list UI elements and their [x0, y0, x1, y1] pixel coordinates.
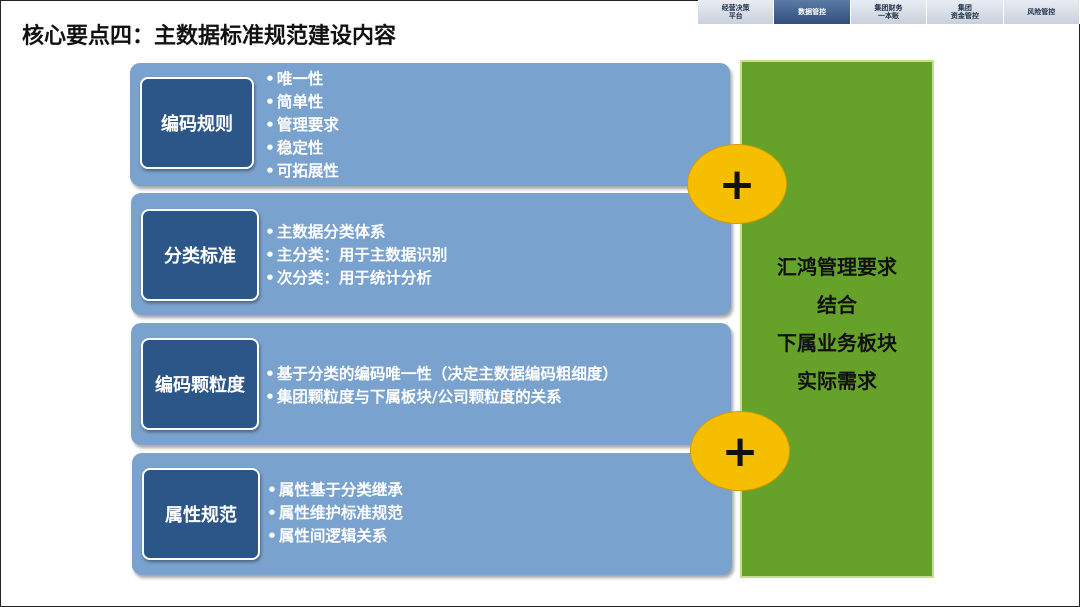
list-item: 唯一性	[265, 68, 339, 91]
list-item: 集团颗粒度与下属板块/公司颗粒度的关系	[265, 386, 618, 409]
section-label-coding-rules: 编码规则	[140, 77, 254, 169]
list-item: 可拓展性	[265, 160, 339, 183]
nav-tab-decision-platform[interactable]: 经营决策 平台	[698, 0, 775, 24]
list-item: 简单性	[265, 91, 339, 114]
section-label-attribute-spec: 属性规范	[142, 468, 260, 560]
bullet-list-attribute-spec: 属性基于分类继承 属性维护标准规范 属性间逻辑关系	[267, 479, 403, 548]
plus-icon: +	[687, 144, 787, 224]
list-item: 属性基于分类继承	[267, 479, 403, 502]
list-item: 主数据分类体系	[265, 221, 447, 244]
management-requirement-text: 汇鸿管理要求 结合 下属业务板块 实际需求	[742, 248, 932, 400]
bullet-list-coding-granularity: 基于分类的编码唯一性（决定主数据编码粗细度） 集团颗粒度与下属板块/公司颗粒度的…	[265, 363, 618, 409]
requirement-line: 实际需求	[797, 369, 877, 393]
list-item: 次分类：用于统计分析	[265, 267, 447, 290]
management-requirement-box: 汇鸿管理要求 结合 下属业务板块 实际需求	[740, 60, 934, 578]
nav-tab-risk-control[interactable]: 风险管控	[1003, 0, 1080, 24]
top-nav: 经营决策 平台 数据管控 集团财务 一本账 集团 资金管控 风险管控	[698, 0, 1080, 24]
list-item: 主分类：用于主数据识别	[265, 244, 448, 267]
section-label-classification-standard: 分类标准	[141, 209, 259, 301]
nav-tab-group-funds[interactable]: 集团 资金管控	[927, 0, 1004, 24]
list-item: 属性维护标准规范	[267, 502, 403, 525]
plus-icon: +	[690, 411, 790, 491]
list-item: 属性间逻辑关系	[267, 525, 403, 548]
nav-tab-group-finance[interactable]: 集团财务 一本账	[850, 0, 928, 24]
requirement-line: 结合	[817, 293, 857, 317]
nav-tab-data-governance[interactable]: 数据管控	[774, 0, 851, 24]
requirement-line: 下属业务板块	[777, 331, 897, 355]
list-item: 基于分类的编码唯一性（决定主数据编码粗细度）	[265, 363, 618, 386]
section-label-coding-granularity: 编码颗粒度	[141, 338, 259, 430]
requirement-line: 汇鸿管理要求	[777, 255, 897, 279]
bullet-list-classification-standard: 主数据分类体系 主分类：用于主数据识别 次分类：用于统计分析	[265, 221, 448, 290]
list-item: 管理要求	[265, 114, 339, 137]
bullet-list-coding-rules: 唯一性 简单性 管理要求 稳定性 可拓展性	[265, 68, 339, 183]
list-item: 稳定性	[265, 137, 339, 160]
page-title: 核心要点四：主数据标准规范建设内容	[22, 24, 397, 49]
